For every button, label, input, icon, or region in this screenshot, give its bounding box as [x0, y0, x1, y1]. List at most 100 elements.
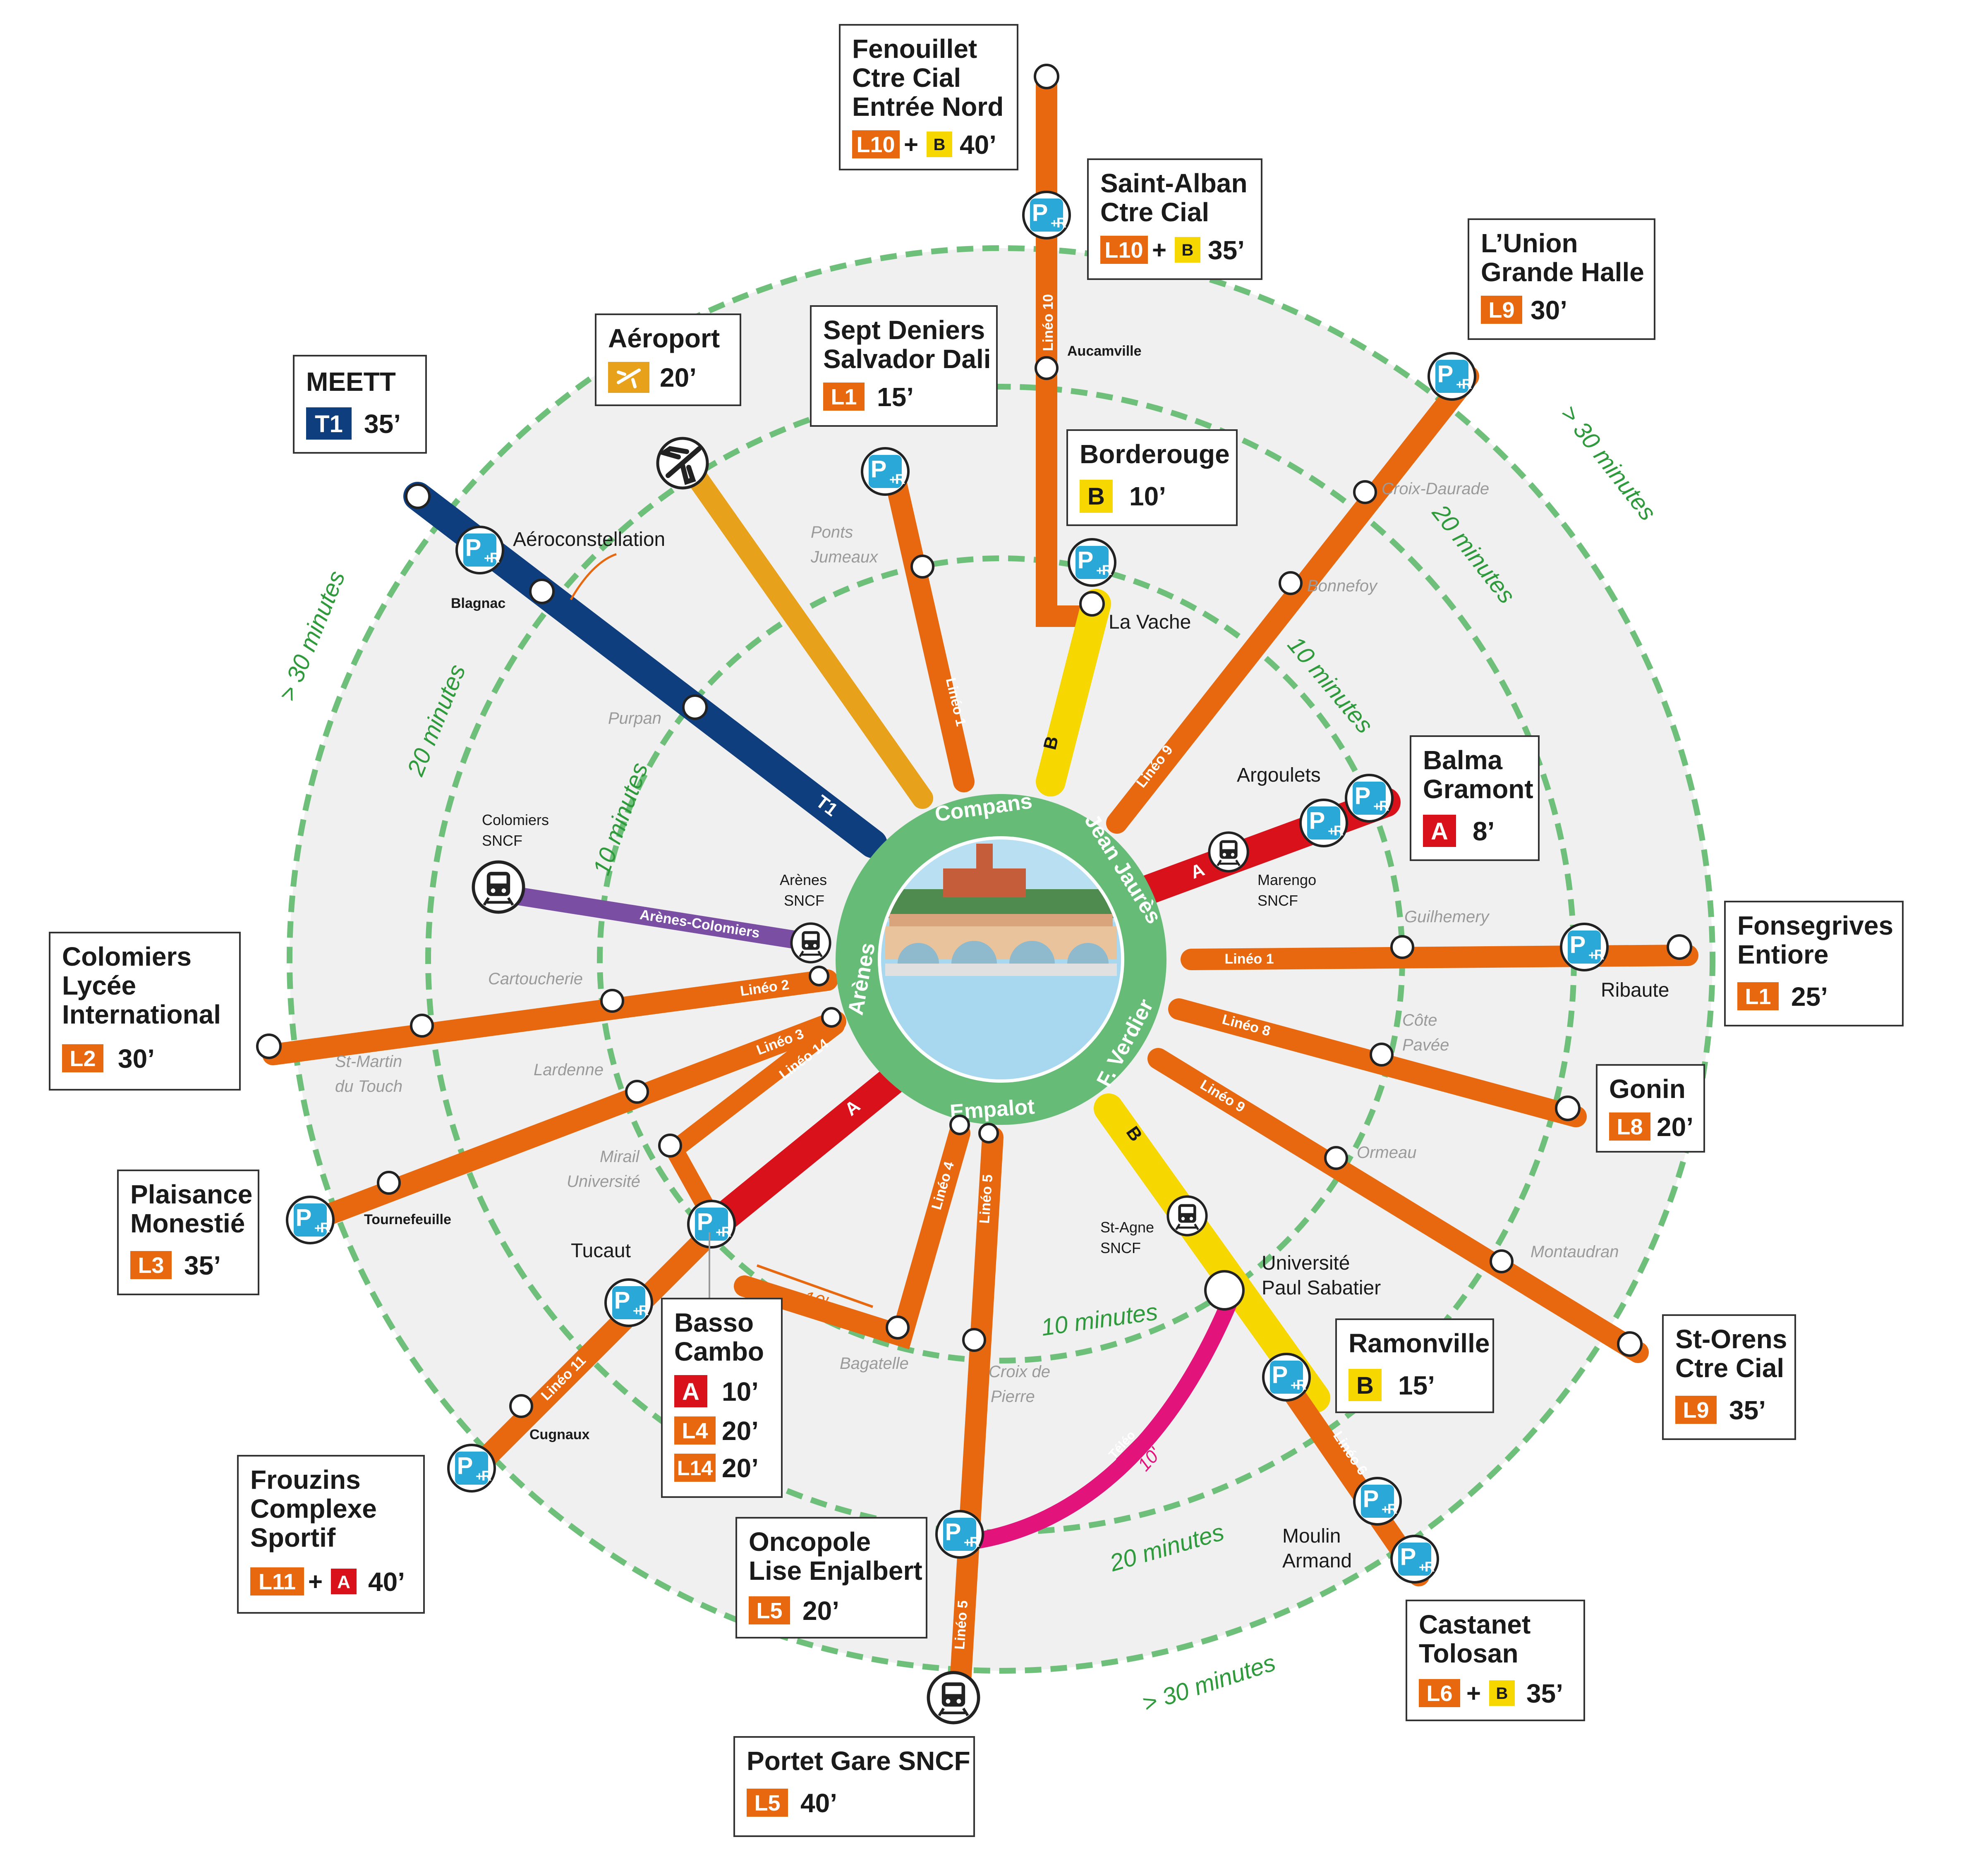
stop-ponts-jumeaux [910, 555, 934, 579]
stop-label-tucaut: Tucaut [571, 1240, 631, 1262]
svg-text:40’: 40’ [368, 1567, 405, 1597]
svg-text:Ctre Cial: Ctre Cial [1100, 197, 1209, 227]
svg-text:+: + [904, 131, 918, 158]
stop-st-martin [410, 1014, 434, 1038]
stop-arenes-l2 [809, 966, 829, 986]
destination-boxes: Fenouillet Ctre Cial Entrée Nord L10 + B… [49, 24, 1904, 1837]
park-ride-icon [606, 1280, 652, 1326]
svg-text:Entrée Nord: Entrée Nord [852, 92, 1004, 122]
svg-text:Castanet: Castanet [1419, 1610, 1531, 1639]
svg-text:Sportif: Sportif [250, 1523, 336, 1552]
svg-text:20’: 20’ [660, 363, 697, 392]
stop-label-st-agne2: SNCF [1100, 1239, 1141, 1256]
stop-label-moulin1: Moulin [1282, 1525, 1341, 1547]
stop-label-bonnefoy: Bonnefoy [1307, 577, 1378, 595]
stop-ormeau [1324, 1146, 1348, 1170]
stop-purpan [682, 694, 708, 720]
svg-text:A: A [1431, 818, 1448, 845]
train-icon [791, 923, 830, 962]
line-teleo [956, 1286, 1241, 1551]
stop-empalot-l5 [978, 1123, 999, 1143]
svg-text:20’: 20’ [722, 1416, 759, 1446]
svg-text:+: + [308, 1568, 323, 1595]
box-colomiers[interactable]: Colomiers Lycée International L2 30’ [49, 932, 241, 1091]
stop-colomiers [256, 1033, 282, 1059]
svg-text:Colomiers: Colomiers [62, 942, 192, 971]
stop-cartoucherie [600, 989, 624, 1013]
stop-lardenne [625, 1080, 649, 1104]
stop-label-ribaute: Ribaute [1601, 979, 1669, 1001]
box-castanet[interactable]: Castanet Tolosan L6 + B 35’ [1406, 1600, 1585, 1721]
park-ride-icon [1346, 775, 1392, 821]
ring-label-30-s: > 30 minutes [1139, 1649, 1279, 1717]
line-lineo3 [304, 1011, 846, 1231]
plane-icon [656, 437, 709, 490]
box-fonsegrives[interactable]: Fonsegrives Entiore L1 25’ [1724, 901, 1904, 1026]
train-icon [928, 1672, 978, 1722]
line-lineo9-ne [1106, 366, 1479, 834]
stop-cote-pavee [1370, 1043, 1394, 1067]
box-borderouge[interactable]: Borderouge B 10’ [1066, 429, 1238, 526]
stop-label-univ2: Paul Sabatier [1262, 1277, 1381, 1299]
stop-arenes-l3 [821, 1007, 842, 1028]
stop-univ-paul-sabatier [1204, 1270, 1245, 1311]
stop-label-cote: Côte [1402, 1011, 1437, 1029]
stop-aucamville [1035, 356, 1059, 380]
svg-text:20’: 20’ [1657, 1112, 1693, 1142]
stop-label-bagatelle: Bagatelle [840, 1354, 909, 1373]
box-lunion[interactable]: L’Union Grande Halle L9 30’ [1468, 218, 1655, 340]
stop-label-mirail2: Université [567, 1172, 640, 1191]
stop-st-orens [1617, 1331, 1643, 1357]
stop-label-la-vache: La Vache [1109, 611, 1191, 633]
svg-text:Basso: Basso [674, 1308, 754, 1337]
box-aeroport[interactable]: Aéroport 20’ [595, 313, 741, 406]
stop-fenouillet [1034, 64, 1059, 89]
stop-la-vache [1079, 591, 1105, 617]
stop-label-argoulets: Argoulets [1237, 764, 1321, 786]
park-ride-icon [1069, 539, 1115, 586]
svg-text:Balma: Balma [1423, 745, 1503, 775]
stop-montaudran [1490, 1249, 1514, 1273]
svg-text:L6: L6 [1426, 1681, 1452, 1706]
box-balma[interactable]: Balma Gramont A 8’ [1410, 735, 1540, 861]
svg-text:Tolosan: Tolosan [1419, 1639, 1519, 1668]
svg-text:L2: L2 [69, 1046, 96, 1071]
box-sept-deniers[interactable]: Sept Deniers Salvador Dali L1 15’ [810, 305, 998, 427]
stop-label-cote2: Pavée [1402, 1036, 1449, 1054]
stop-empalot-l4 [949, 1115, 970, 1135]
box-basso-cambo[interactable]: Basso Cambo A 10’ L4 20’ L14 20’ [661, 1232, 783, 1498]
box-frouzins[interactable]: Frouzins Complexe Sportif L11 + A 40’ [237, 1455, 425, 1614]
stop-meett [405, 483, 431, 509]
box-portet[interactable]: Portet Gare SNCF L5 40’ [733, 1736, 975, 1837]
label-lineo10: Linéo 10 [1040, 294, 1056, 351]
stop-label-croix-pierre1: Croix de [989, 1363, 1050, 1381]
stop-label-ponts2: Jumeaux [810, 548, 879, 566]
svg-text:Gramont: Gramont [1423, 774, 1533, 804]
stop-gonin [1555, 1096, 1581, 1121]
svg-text:10’: 10’ [722, 1377, 759, 1407]
park-ride-icon [1023, 192, 1070, 238]
line-arenes-colomiers [491, 884, 824, 952]
stop-fonsegrives [1667, 934, 1692, 960]
box-meett[interactable]: MEETT T1 35’ [293, 355, 427, 454]
box-saint-alban[interactable]: Saint-Alban Ctre Cial L10 + B 35’ [1087, 158, 1262, 280]
box-plaisance[interactable]: Plaisance Monestié L3 35’ [117, 1170, 259, 1295]
line-lineo1-north [883, 461, 975, 792]
box-fenouillet[interactable]: Fenouillet Ctre Cial Entrée Nord L10 + B… [839, 24, 1018, 170]
train-icon [473, 862, 523, 912]
svg-text:L9: L9 [1683, 1398, 1709, 1423]
line-lineo11 [461, 1222, 722, 1483]
svg-text:Aéroport: Aéroport [608, 323, 720, 353]
svg-text:Ctre Cial: Ctre Cial [852, 63, 961, 93]
box-st-orens[interactable]: St-Orens Ctre Cial L9 35’ [1662, 1314, 1796, 1440]
svg-text:L11: L11 [259, 1569, 296, 1594]
svg-text:Lise Enjalbert: Lise Enjalbert [749, 1556, 922, 1586]
svg-text:L10: L10 [1104, 238, 1143, 263]
stop-label-colomiers-sncf1: Colomiers [482, 811, 549, 828]
box-gonin[interactable]: Gonin L8 20’ [1596, 1064, 1705, 1153]
svg-text:+: + [1152, 236, 1166, 264]
box-oncopole[interactable]: Oncopole Lise Enjalbert L5 20’ [735, 1517, 927, 1639]
box-ramonville[interactable]: Ramonville B 15’ [1335, 1318, 1494, 1413]
stop-mirail [658, 1134, 682, 1158]
svg-text:Frouzins: Frouzins [250, 1465, 361, 1495]
